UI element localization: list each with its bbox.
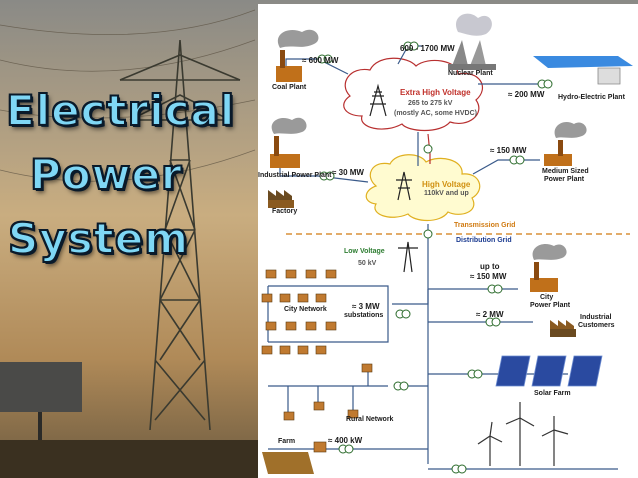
solar-farm-label: Solar Farm [534,390,571,397]
title-system: System [7,213,189,264]
industrial-plant-power: ≈ 30 MW [332,168,364,177]
hv-range: 110kV and up [424,190,469,197]
medium-plant-label-1: Medium Sized [542,168,589,175]
substations-label: substations [344,312,384,319]
ehv-note: (mostly AC, some HVDC) [394,110,477,117]
industrial-customers-power: ≈ 2 MW [476,310,504,319]
power-system-diagram: ≈ 600 MW Coal Plant 600 - 1700 MW Nuclea… [258,4,638,478]
medium-plant-power: ≈ 150 MW [490,146,527,155]
coal-plant-label: Coal Plant [272,84,307,91]
hv-cloud [365,154,481,222]
transmission-tower-photo [119,39,241,431]
rural-network-label: Rural Network [346,416,394,423]
title-electrical: Electrical [5,85,236,136]
industrial-customers-label-1: Industrial [580,314,612,321]
ehv-cloud [343,57,483,132]
diagram-graphics [261,13,633,474]
distribution-grid-label: Distribution Grid [456,237,512,244]
lv-title: Low Voltage [344,248,385,255]
farm-power: ≈ 400 kW [328,436,363,445]
medium-plant-icon [544,121,587,166]
factory-label: Factory [272,208,298,215]
solar-panels-icon [495,355,603,387]
city-plant-power: ≈ 150 MW [470,272,507,281]
city-plant-label-2: Power Plant [530,302,571,309]
city-plant-up-to: up to [480,262,500,271]
ehv-range: 265 to 275 kV [408,100,453,107]
farm-icon [262,441,327,474]
industrial-plant-icon [270,117,307,168]
hydro-plant-label: Hydro-Electric Plant [558,94,625,101]
nuclear-plant-power: 600 - 1700 MW [400,44,455,53]
hydro-plant-icon [533,56,633,85]
coal-plant-icon [276,29,319,82]
lv-range: 50 kV [358,260,377,267]
industrial-customers-icon [550,320,576,337]
ehv-title: Extra High Voltage [400,88,471,97]
medium-plant-label-2: Power Plant [544,176,585,183]
city-network-power: ≈ 3 MW [352,302,380,311]
rural-houses-icon [283,363,373,421]
city-plant-icon [530,243,567,292]
hv-title: High Voltage [422,180,471,189]
nuclear-plant-icon [448,13,496,70]
industrial-customers-label-2: Customers [578,322,615,329]
city-network-label: City Network [284,306,327,313]
city-houses-icon [261,269,337,355]
wind-turbines-icon [477,402,569,466]
title-power: Power [29,149,183,200]
hydro-plant-power: ≈ 200 MW [508,90,545,99]
transmission-grid-label: Transmission Grid [454,222,516,229]
coal-plant-power: ≈ 600 MW [302,56,339,65]
city-plant-label-1: City [540,294,554,301]
farm-label: Farm [278,438,296,445]
factory-icon [268,190,294,208]
industrial-plant-label: Industrial Power Plant [258,172,332,179]
nuclear-plant-label: Nuclear Plant [448,70,493,77]
